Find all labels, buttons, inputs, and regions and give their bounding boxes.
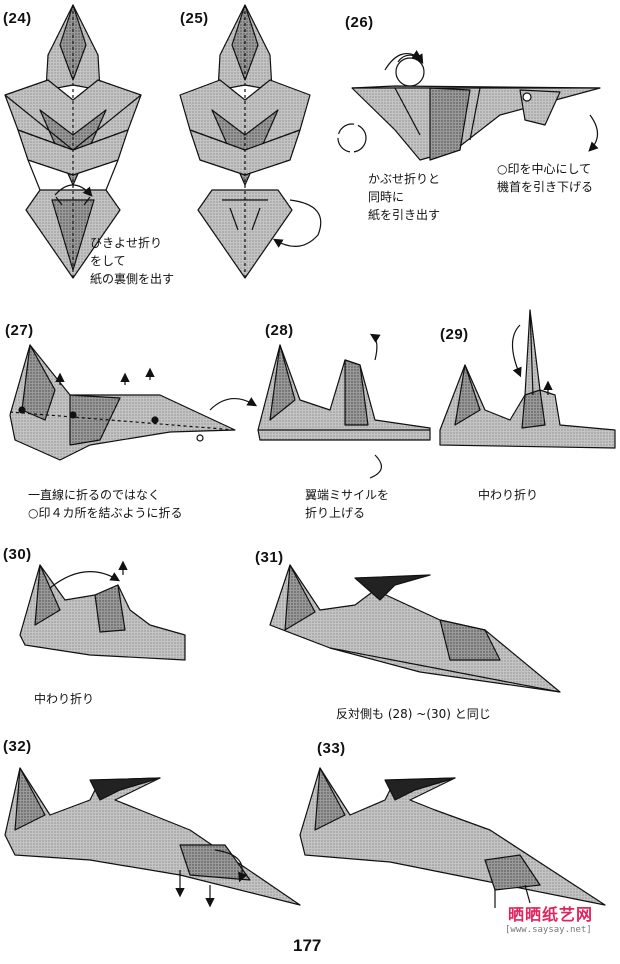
watermark-url: [www.saysay.net] [505,925,592,935]
caption-line: をして [90,254,126,268]
step-28-caption: 翼端ミサイルを 折り上げる [305,486,389,522]
step-24-number: (24) [3,10,32,27]
step-26-caption-secondary: ○印を中心にして 機首を引き下げる [497,160,593,196]
step-25-figure [179,4,322,279]
caption-line: 中わり折り [34,692,95,706]
step-26-figure [337,50,601,161]
step-24-figure [4,4,142,279]
caption-line: 紙を引き出す [368,208,441,222]
watermark-brand: 晒晒纸艺网 [508,905,594,924]
step-28-figure [257,333,431,479]
page-number: 177 [293,936,322,955]
caption-line: 機首を引き下げる [497,180,594,194]
caption-line: 紙の裏側を出す [90,272,175,286]
step-26-caption: かぶせ折りと 同時に 紙を引き出す [368,170,440,224]
step-31-caption: 反対側も (28) ~(30) と同じ [336,705,491,723]
step-32-figure [4,767,301,908]
step-24-caption: ひきよせ折り をして 紙の裏側を出す [90,234,174,288]
step-25-number: (25) [180,10,209,27]
caption-line: ひきよせ折り [90,236,163,250]
step-33-figure [299,767,606,908]
step-27-number: (27) [5,322,34,339]
step-29-figure [439,309,616,449]
caption-line: 一直線に折るのではなく [28,488,161,502]
step-33-number: (33) [317,740,346,757]
step-30-figure [19,560,186,661]
step-31-figure [269,564,561,693]
caption-line: 中わり折り [478,488,539,502]
caption-line: 同時に [368,190,405,204]
step-29-caption: 中わり折り [478,486,538,504]
caption-line: 翼端ミサイルを [305,488,390,502]
caption-line: かぶせ折りと [368,172,441,186]
step-28-number: (28) [265,322,294,339]
caption-line: 反対側も (28) ~(30) と同じ [336,707,491,721]
step-30-number: (30) [3,546,32,563]
step-30-caption: 中わり折り [34,690,94,708]
step-29-number: (29) [440,326,469,343]
step-27-figure [9,344,258,461]
caption-line: ○印を中心にして [497,162,592,176]
step-32-number: (32) [3,738,32,755]
step-31-number: (31) [255,549,284,566]
caption-line: 折り上げる [305,506,366,520]
step-27-caption: 一直線に折るのではなく ○印４カ所を結ぶように折る [28,486,182,522]
caption-line: ○印４カ所を結ぶように折る [28,506,183,520]
step-26-number: (26) [345,14,374,31]
